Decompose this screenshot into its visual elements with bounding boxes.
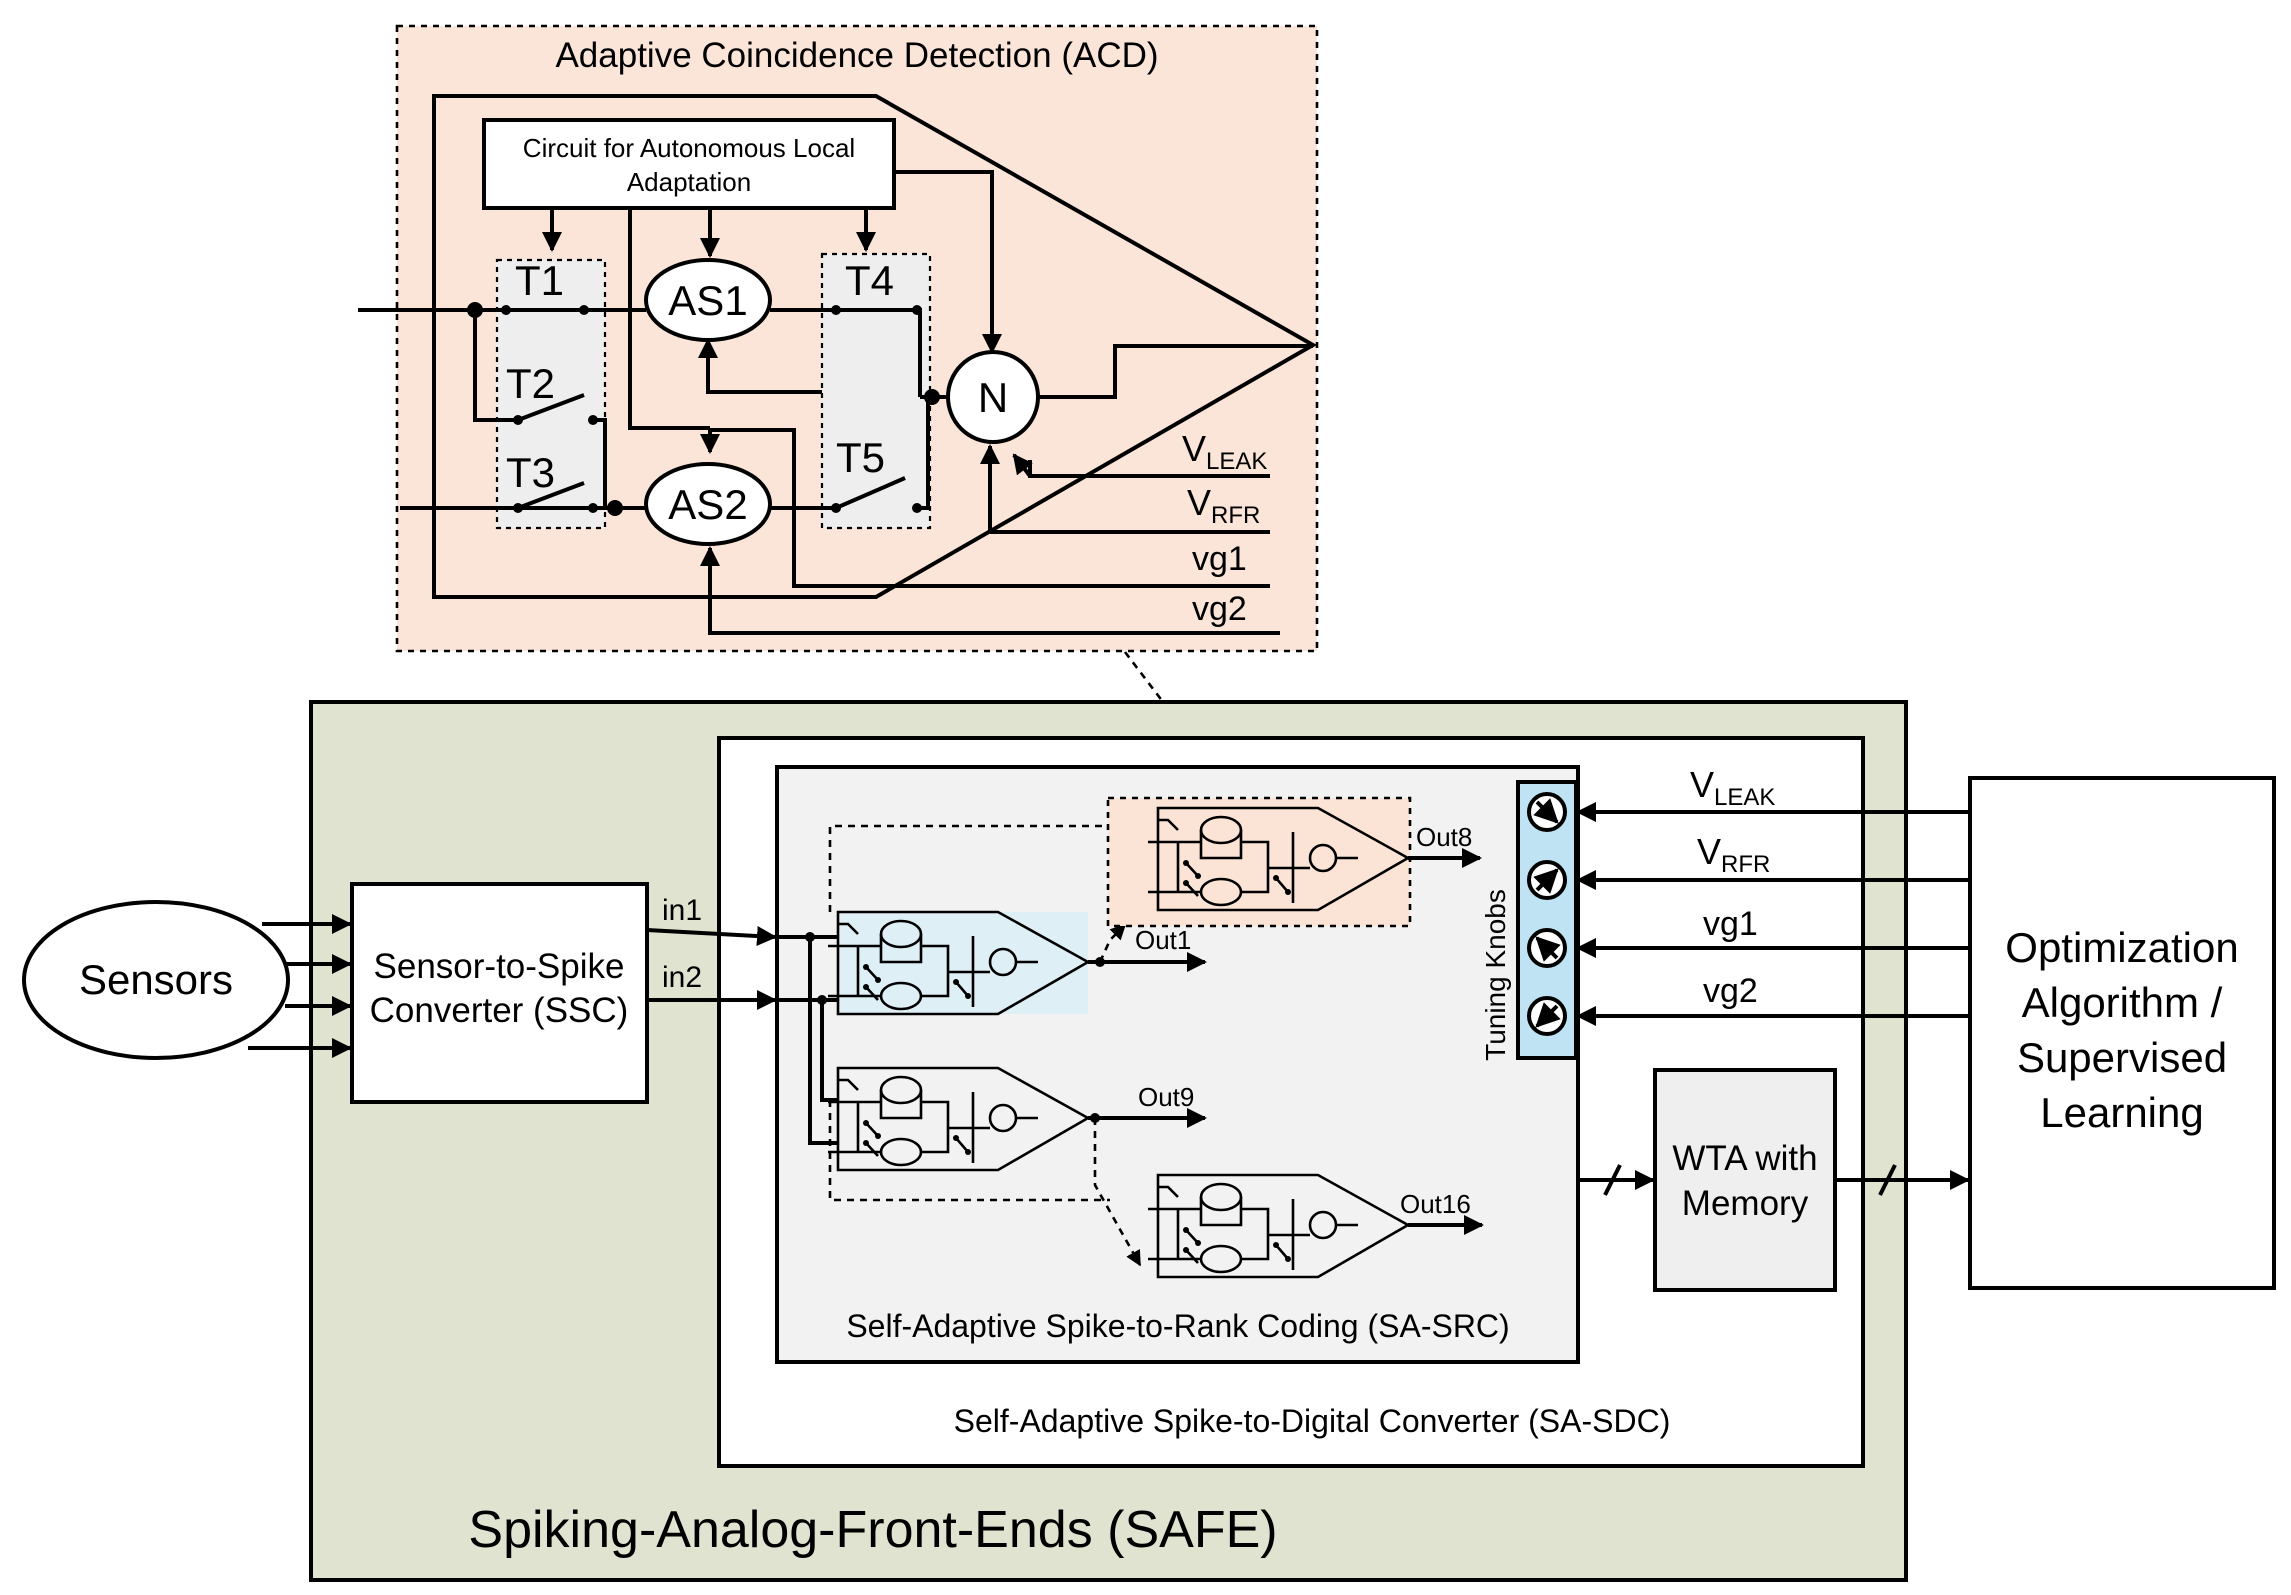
adaptation-line2: Adaptation (627, 167, 751, 197)
optimization-box (1968, 776, 2276, 1290)
label-t3: T3 (506, 449, 555, 496)
out8-label: Out8 (1416, 822, 1472, 852)
label-as2: AS2 (668, 481, 747, 528)
wta-line2: Memory (1682, 1184, 1809, 1223)
safe-panel: Spiking-Analog-Front-Ends (SAFE) Self-Ad… (22, 700, 1970, 1582)
label-as1: AS1 (668, 277, 747, 324)
out1-label: Out1 (1135, 925, 1191, 955)
wta-line1: WTA with (1672, 1139, 1817, 1178)
sensors-label: Sensors (79, 956, 233, 1003)
opt-line3: Supervised (2017, 1034, 2227, 1081)
acd-vg1-label: vg1 (1192, 540, 1247, 578)
out9-label: Out9 (1138, 1082, 1194, 1112)
svg-text:VLEAK: VLEAK (1690, 764, 1775, 811)
vrfr-label: VRFR (1697, 831, 1770, 878)
acd-vg2-label: vg2 (1192, 590, 1247, 628)
tuning-knobs-label: Tuning Knobs (1480, 889, 1511, 1061)
sa-sdc-label: Self-Adaptive Spike-to-Digital Converter… (954, 1403, 1671, 1439)
acd-highlight-box (1106, 796, 1412, 928)
label-n: N (978, 374, 1008, 421)
knob-vleak-icon[interactable] (1527, 792, 1567, 832)
adaptation-circuit-box (482, 118, 896, 210)
as2-node (644, 462, 772, 546)
knob-vg1-icon[interactable] (1527, 928, 1567, 968)
opt-line4: Learning (2040, 1089, 2203, 1136)
in1-label: in1 (662, 894, 702, 927)
acd-triangle-outline (432, 94, 1318, 599)
safe-title: Spiking-Analog-Front-Ends (SAFE) (468, 1501, 1277, 1559)
in2-label: in2 (662, 961, 702, 994)
vg2-label: vg2 (1703, 972, 1758, 1010)
opt-line1: Optimization (2005, 924, 2238, 971)
knob-vrfr-icon[interactable] (1527, 860, 1567, 900)
label-t2: T2 (506, 360, 555, 407)
acd-vleak-label: VLEAK (1182, 428, 1267, 475)
knob-vg2-icon[interactable] (1527, 996, 1567, 1036)
label-t1: T1 (515, 257, 564, 304)
svg-text:VRFR: VRFR (1697, 831, 1770, 878)
opt-line2: Algorithm / (2022, 979, 2223, 1026)
sensors-node (22, 900, 290, 1060)
adaptation-line1: Circuit for Autonomous Local (523, 133, 855, 163)
ssc-box (350, 882, 649, 1104)
vleak-label: VLEAK (1690, 764, 1775, 811)
vg1-label: vg1 (1703, 905, 1758, 943)
acd-vrfr-label: VRFR (1187, 482, 1260, 529)
wta-memory-box (1653, 1068, 1837, 1292)
acd-detail-panel: Adaptive Coincidence Detection (ACD) Cir… (358, 24, 1319, 653)
acd-title: Adaptive Coincidence Detection (ACD) (555, 36, 1158, 75)
sa-src-label: Self-Adaptive Spike-to-Rank Coding (SA-S… (846, 1308, 1509, 1344)
ssc-line2: Converter (SSC) (370, 991, 629, 1030)
svg-text:VRFR: VRFR (1187, 482, 1260, 529)
svg-text:VLEAK: VLEAK (1182, 428, 1267, 475)
label-t4: T4 (845, 257, 894, 304)
out16-label: Out16 (1400, 1189, 1471, 1219)
label-t5: T5 (836, 434, 885, 481)
ssc-line1: Sensor-to-Spike (374, 947, 625, 986)
mini-acd-out1 (826, 910, 1090, 1016)
switch-group-t1-t3 (495, 258, 607, 530)
